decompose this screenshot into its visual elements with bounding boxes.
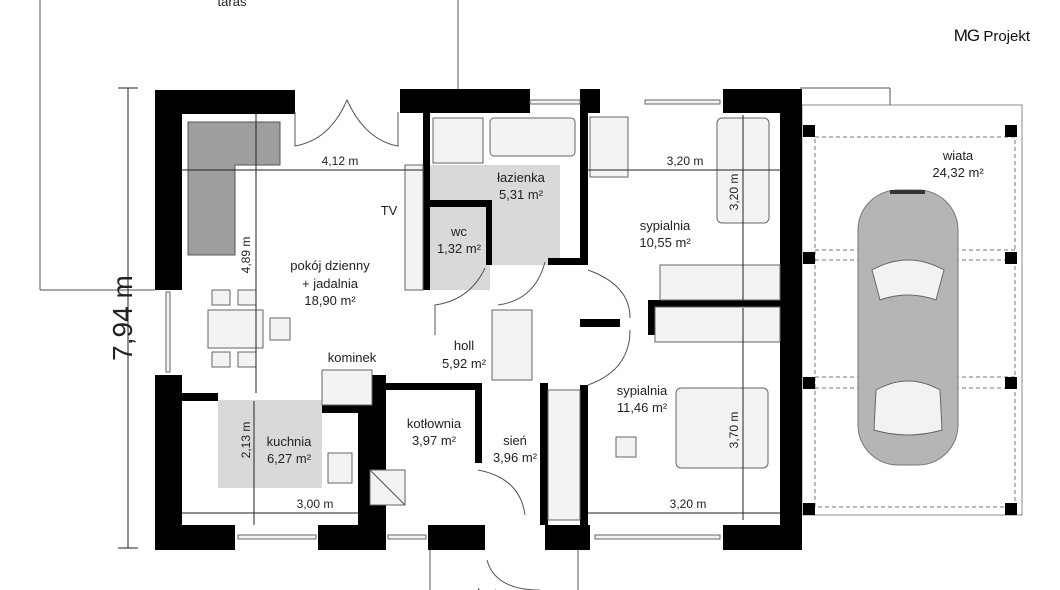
car-icon	[857, 189, 959, 466]
room-vestibule: sień 3,96 m²	[493, 433, 538, 465]
kitchen-floor	[218, 400, 322, 488]
room-living: pokój dzienny + jadalnia 18,90 m²	[290, 258, 370, 308]
landing-label: podest	[458, 586, 497, 590]
room-bedroom-2: sypialnia 11,46 m²	[617, 383, 668, 415]
svg-text:holl: holl	[454, 338, 474, 353]
svg-text:18,90 m²: 18,90 m²	[304, 293, 356, 308]
overall-dimension: 7,94 m	[107, 275, 138, 361]
room-bedroom-1: sypialnia 10,55 m²	[639, 218, 691, 250]
svg-text:pokój dzienny: pokój dzienny	[290, 258, 370, 273]
svg-text:kuchnia: kuchnia	[267, 434, 313, 449]
dim-living-width: 4,12 m	[322, 154, 359, 168]
svg-text:11,46 m²: 11,46 m²	[617, 400, 668, 415]
brand-logo: MG Projekt	[954, 26, 1030, 46]
dim-kitchen-width: 3,00 m	[297, 497, 334, 511]
svg-text:sypialnia: sypialnia	[617, 383, 668, 398]
svg-text:24,32 m²: 24,32 m²	[932, 165, 984, 180]
tv-label: TV	[381, 203, 398, 218]
dimension-lines	[182, 114, 780, 525]
svg-text:+ jadalnia: + jadalnia	[302, 276, 359, 291]
svg-text:6,27 m²: 6,27 m²	[267, 451, 312, 466]
svg-text:łazienka: łazienka	[497, 170, 545, 185]
fireplace-label: kominek	[328, 350, 377, 365]
svg-text:wiata: wiata	[942, 148, 974, 163]
svg-text:kotłownia: kotłownia	[407, 416, 462, 431]
room-boiler: kotłownia 3,97 m²	[407, 416, 462, 448]
svg-text:5,92 m²: 5,92 m²	[442, 356, 487, 371]
room-bathroom: łazienka 5,31 m²	[497, 170, 545, 202]
dim-living-depth: 4,89 m	[239, 237, 253, 274]
windows	[165, 99, 721, 540]
overall-dimension-line	[118, 87, 138, 549]
dim-bedroom2-width: 3,20 m	[670, 497, 707, 511]
svg-text:3,97 m²: 3,97 m²	[412, 433, 457, 448]
room-hall: holl 5,92 m²	[442, 338, 487, 371]
svg-text:5,31 m²: 5,31 m²	[499, 187, 544, 202]
svg-text:1,32 m²: 1,32 m²	[437, 241, 482, 256]
svg-text:wc: wc	[450, 224, 467, 239]
wc-floor	[430, 205, 490, 290]
dim-bedroom1-width: 3,20 m	[667, 154, 704, 168]
terrace-label: taras	[218, 0, 247, 9]
terrace-outline	[39, 0, 459, 291]
tv-unit	[404, 164, 424, 291]
dim-bedroom1-depth: 3,20 m	[727, 174, 741, 211]
svg-text:sypialnia: sypialnia	[640, 218, 691, 233]
dim-bedroom2-depth: 3,70 m	[727, 412, 741, 449]
fireplace	[321, 369, 373, 406]
svg-text:10,55 m²: 10,55 m²	[639, 235, 691, 250]
dim-kitchen-depth: 2,13 m	[239, 422, 253, 459]
room-kitchen: kuchnia 6,27 m²	[267, 434, 313, 466]
furniture	[187, 116, 781, 521]
svg-text:3,96 m²: 3,96 m²	[493, 450, 538, 465]
walls	[155, 89, 802, 550]
svg-text:sień: sień	[503, 433, 527, 448]
room-carport: wiata 24,32 m²	[932, 148, 984, 180]
room-wc: wc 1,32 m²	[437, 224, 482, 256]
brand-name: Projekt	[983, 28, 1030, 45]
brand-mg: MG	[953, 26, 980, 45]
